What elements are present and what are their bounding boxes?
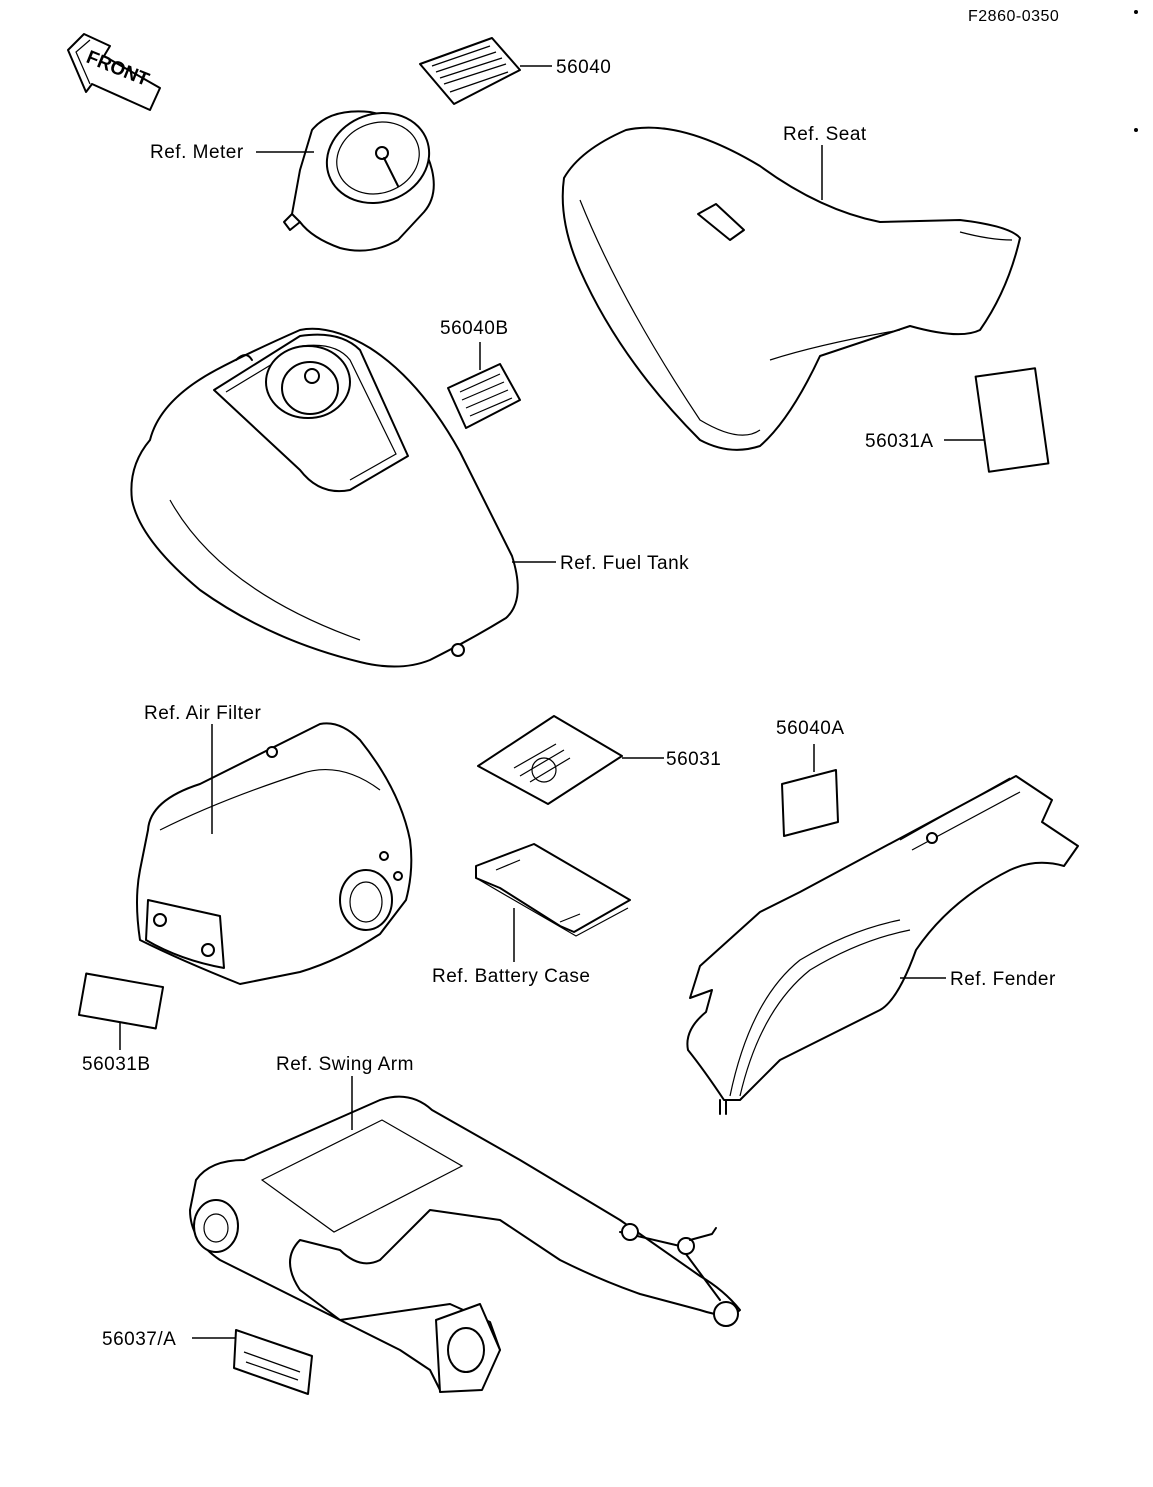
battery-case-drawing [475, 843, 631, 937]
label-ref-fuel-tank: Ref. Fuel Tank [560, 553, 689, 574]
sticker-56031 [477, 715, 623, 805]
drawing-code: F2860-0350 [968, 8, 1059, 25]
label-56031A: 56031A [865, 431, 934, 452]
meter-drawing [283, 110, 435, 252]
sticker-56040B [447, 363, 521, 429]
margin-dot [1134, 128, 1138, 132]
air-filter-drawing [136, 722, 413, 985]
label-56037A: 56037/A [102, 1329, 176, 1350]
fuel-tank-drawing [130, 327, 519, 668]
sticker-56037A [233, 1329, 313, 1395]
label-ref-battery-case: Ref. Battery Case [432, 966, 590, 987]
label-ref-seat: Ref. Seat [783, 124, 867, 145]
label-ref-fender: Ref. Fender [950, 969, 1056, 990]
margin-dot [1134, 10, 1138, 14]
sticker-56040 [419, 37, 521, 105]
label-56040A: 56040A [776, 718, 845, 739]
label-56040: 56040 [556, 57, 611, 78]
fender-drawing [686, 775, 1079, 1115]
front-arrow-icon: FRONT [67, 33, 161, 111]
sticker-56031B [77, 972, 165, 1030]
label-56031B: 56031B [82, 1054, 151, 1075]
sticker-56040A [781, 769, 839, 837]
label-56040B: 56040B [440, 318, 509, 339]
sticker-56031A [974, 367, 1050, 473]
swing-arm-drawing [189, 1095, 741, 1393]
seat-drawing [561, 126, 1021, 451]
label-ref-swing-arm: Ref. Swing Arm [276, 1054, 414, 1075]
label-ref-air-filter: Ref. Air Filter [144, 703, 261, 724]
label-56031: 56031 [666, 749, 721, 770]
label-ref-meter: Ref. Meter [150, 142, 244, 163]
